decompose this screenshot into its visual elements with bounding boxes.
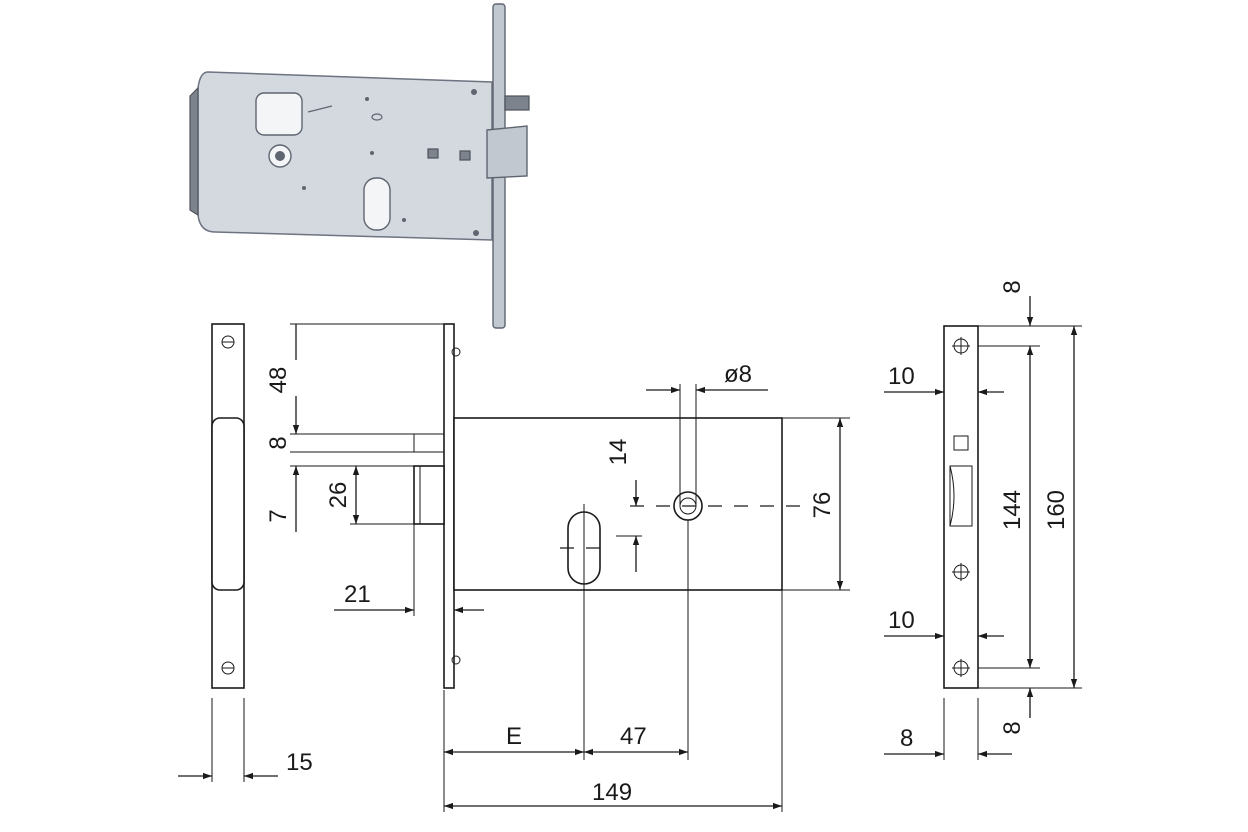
dim-E-label: E bbox=[506, 723, 522, 750]
dim-spindle-diameter bbox=[646, 384, 768, 506]
lock-side-view bbox=[413, 323, 800, 689]
strike-dimensions bbox=[884, 296, 1082, 760]
dim-21-label: 21 bbox=[344, 581, 371, 608]
strike-edge-top-label: 8 bbox=[999, 280, 1026, 293]
dim-76-label: 76 bbox=[809, 492, 836, 519]
dim-14-label: 14 bbox=[605, 439, 632, 466]
dim-47-label: 47 bbox=[620, 723, 647, 750]
strike-screw-top-label: 10 bbox=[888, 363, 915, 390]
strike-edge-bottom-label: 8 bbox=[999, 721, 1026, 734]
faceplate-front-view bbox=[178, 323, 278, 782]
dim-21 bbox=[334, 524, 484, 616]
dim-48-label: 48 bbox=[265, 367, 292, 394]
dim-7-label: 7 bbox=[265, 509, 292, 522]
strike-plate-view bbox=[943, 325, 979, 689]
dim-26-label: 26 bbox=[325, 482, 352, 509]
dim-14 bbox=[616, 480, 642, 572]
dim-spindle-diameter-label: ø8 bbox=[724, 361, 752, 388]
dim-8-latch-label: 8 bbox=[265, 436, 292, 449]
dim-149-label: 149 bbox=[592, 779, 632, 806]
vertical-dimensions-left bbox=[290, 323, 444, 532]
bottom-dimensions bbox=[443, 520, 783, 812]
dim-76 bbox=[782, 417, 850, 591]
strike-total-label: 160 bbox=[1043, 490, 1070, 530]
strike-inner-label: 144 bbox=[999, 490, 1026, 530]
lock-3d-render bbox=[189, 3, 530, 329]
strike-screw-bottom-label: 10 bbox=[888, 607, 915, 634]
strike-width-label: 8 bbox=[900, 725, 913, 752]
faceplate-thickness-label: 15 bbox=[286, 749, 313, 776]
